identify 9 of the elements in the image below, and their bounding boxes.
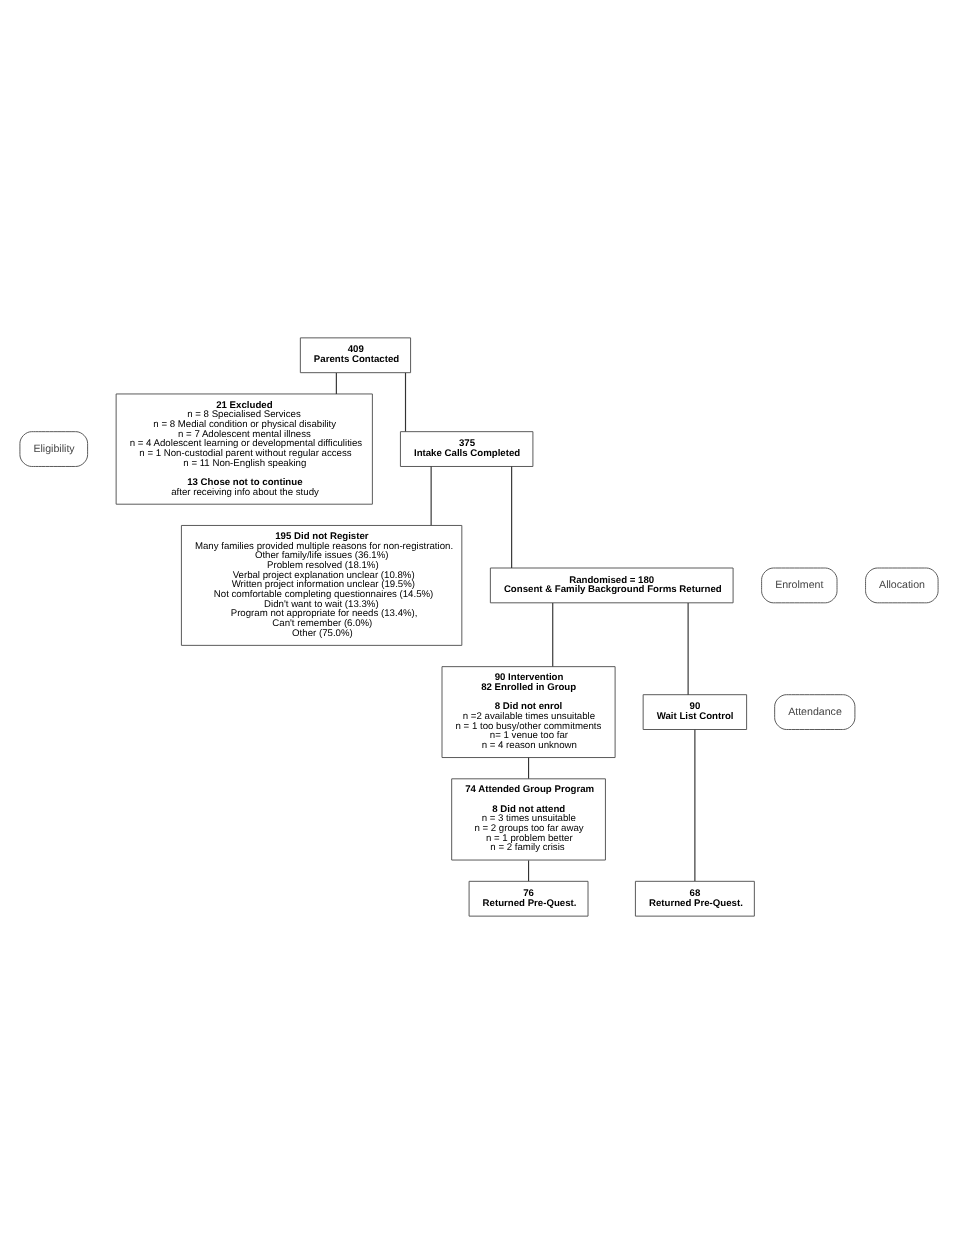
connector xyxy=(404,372,407,433)
connector xyxy=(527,859,530,882)
connector xyxy=(511,466,513,569)
connector xyxy=(430,466,432,526)
connector xyxy=(694,729,696,882)
connector xyxy=(552,602,554,668)
connector xyxy=(527,757,530,780)
connector xyxy=(335,372,337,395)
connector xyxy=(687,602,689,696)
